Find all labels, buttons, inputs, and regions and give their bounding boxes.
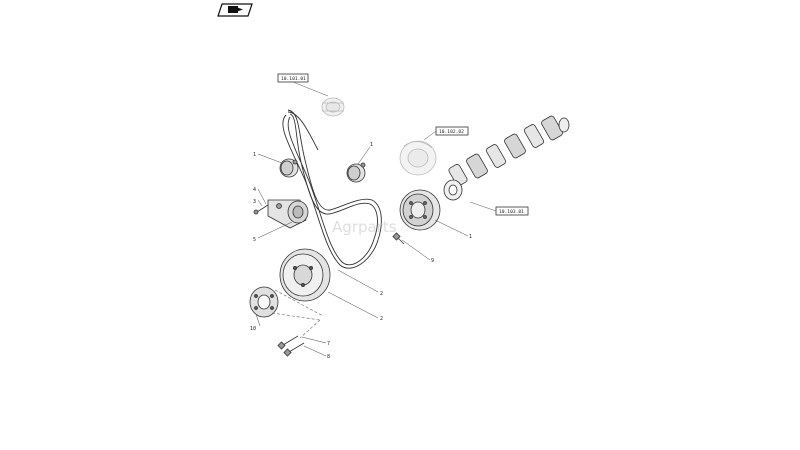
callout-number: 8 xyxy=(327,354,330,360)
drive-belt xyxy=(282,109,382,269)
callout-number: 9 xyxy=(431,258,434,264)
reference-box-crankshaft[interactable]: 10.103.01 xyxy=(495,206,529,216)
hub-bolts xyxy=(277,335,305,357)
callout-number: 1 xyxy=(253,152,256,158)
pulley-bolt xyxy=(392,232,405,245)
idler-pulley-right xyxy=(346,162,366,183)
watermark: Agrparts xyxy=(332,218,397,236)
reference-box-engine-gear[interactable]: 10.101.01 xyxy=(277,73,309,83)
reference-box-label: 10.102.02 xyxy=(439,129,464,135)
reference-leaders xyxy=(292,81,497,212)
book-arrow-icon[interactable] xyxy=(217,3,253,17)
callout-number: 5 xyxy=(253,237,256,243)
callout-number: 4 xyxy=(253,187,256,193)
tensioner-bolt xyxy=(253,204,269,215)
vibration-damper xyxy=(279,248,331,302)
belt-tensioner xyxy=(267,199,309,229)
reference-box-label: 10.103.01 xyxy=(499,209,524,215)
callout-number: 1 xyxy=(370,142,373,148)
reference-box-label: 10.101.01 xyxy=(281,76,306,82)
engine-gear-ghost xyxy=(321,97,345,117)
crankshaft xyxy=(443,115,570,201)
crankshaft-pulley xyxy=(399,189,441,231)
callout-number: 10 xyxy=(250,326,256,332)
callout-leaders xyxy=(255,146,469,357)
pulley-hub xyxy=(249,286,279,318)
callout-number: 3 xyxy=(253,199,256,205)
water-pump-ghost xyxy=(399,140,437,176)
idler-pulley-upper xyxy=(279,158,299,178)
assembly-guide-lines xyxy=(271,289,324,339)
callout-number: 2 xyxy=(380,316,383,322)
callout-number: 7 xyxy=(327,341,330,347)
callout-number: 2 xyxy=(380,291,383,297)
callout-number: 1 xyxy=(469,234,472,240)
reference-box-water-pump[interactable]: 10.102.02 xyxy=(435,126,469,136)
